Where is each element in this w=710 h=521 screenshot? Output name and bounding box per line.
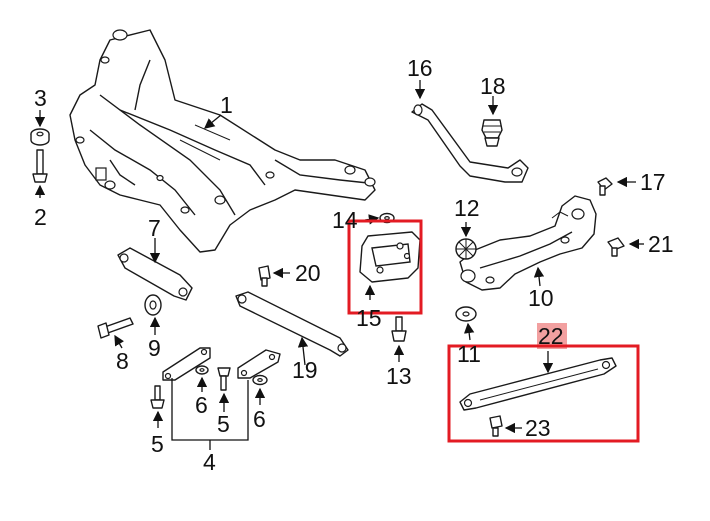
callout-15: 15 bbox=[356, 305, 382, 331]
lateral-link-7-part bbox=[117, 247, 193, 301]
lower-link-19-part bbox=[235, 291, 349, 357]
callout-5b: 5 bbox=[217, 411, 230, 437]
bushing-9-part bbox=[144, 294, 162, 316]
bolt-21-part bbox=[607, 237, 625, 257]
bolt-17-part bbox=[597, 177, 613, 196]
callout-17: 17 bbox=[640, 169, 666, 195]
washer-3-part bbox=[30, 128, 50, 146]
highlight-box-15 bbox=[347, 219, 423, 315]
callout-11: 11 bbox=[457, 341, 481, 367]
callout-5a: 5 bbox=[151, 431, 164, 457]
grommet-12-part bbox=[455, 238, 477, 260]
callout-21: 21 bbox=[648, 231, 674, 257]
bolt-5a-part bbox=[150, 385, 165, 409]
link-22-part bbox=[459, 357, 617, 411]
callout-7: 7 bbox=[148, 215, 161, 241]
callout-12: 12 bbox=[454, 195, 480, 221]
mount-plate-15-part bbox=[359, 231, 421, 283]
callout-4: 4 bbox=[203, 449, 216, 475]
callout-1: 1 bbox=[220, 92, 233, 118]
knuckle-10-part bbox=[459, 195, 597, 291]
callout-6b: 6 bbox=[253, 406, 266, 432]
callout-2: 2 bbox=[34, 204, 47, 230]
callout-16: 16 bbox=[407, 55, 433, 81]
callout-20: 20 bbox=[295, 260, 321, 286]
subframe-part bbox=[69, 29, 376, 253]
upper-arm-16-part bbox=[411, 103, 529, 183]
bolt-8-part bbox=[97, 317, 134, 339]
callout-23: 23 bbox=[525, 415, 551, 441]
bracket-4-leader bbox=[171, 378, 249, 450]
callout-22: 22 bbox=[538, 323, 564, 349]
nut-6b-part bbox=[252, 374, 268, 386]
bolt-13-part bbox=[391, 316, 407, 342]
callout-18: 18 bbox=[480, 73, 506, 99]
bolt-2-part bbox=[32, 149, 48, 183]
callout-13: 13 bbox=[386, 363, 412, 389]
callout-14: 14 bbox=[332, 207, 358, 233]
nut-6a-part bbox=[195, 365, 209, 375]
callout-3: 3 bbox=[34, 85, 47, 111]
callout-9: 9 bbox=[148, 335, 161, 361]
bracket-4-part bbox=[162, 347, 281, 381]
callout-6a: 6 bbox=[195, 392, 208, 418]
callout-10: 10 bbox=[528, 285, 554, 311]
highlight-box-22 bbox=[447, 344, 640, 443]
bolt-5b-part bbox=[217, 367, 231, 391]
bump-stop-18-part bbox=[481, 119, 503, 147]
washer-11-part bbox=[455, 306, 477, 322]
callout-19: 19 bbox=[292, 357, 318, 383]
callout-8: 8 bbox=[116, 348, 129, 374]
bolt-23-part bbox=[489, 415, 503, 437]
bolt-20-part bbox=[258, 265, 271, 287]
